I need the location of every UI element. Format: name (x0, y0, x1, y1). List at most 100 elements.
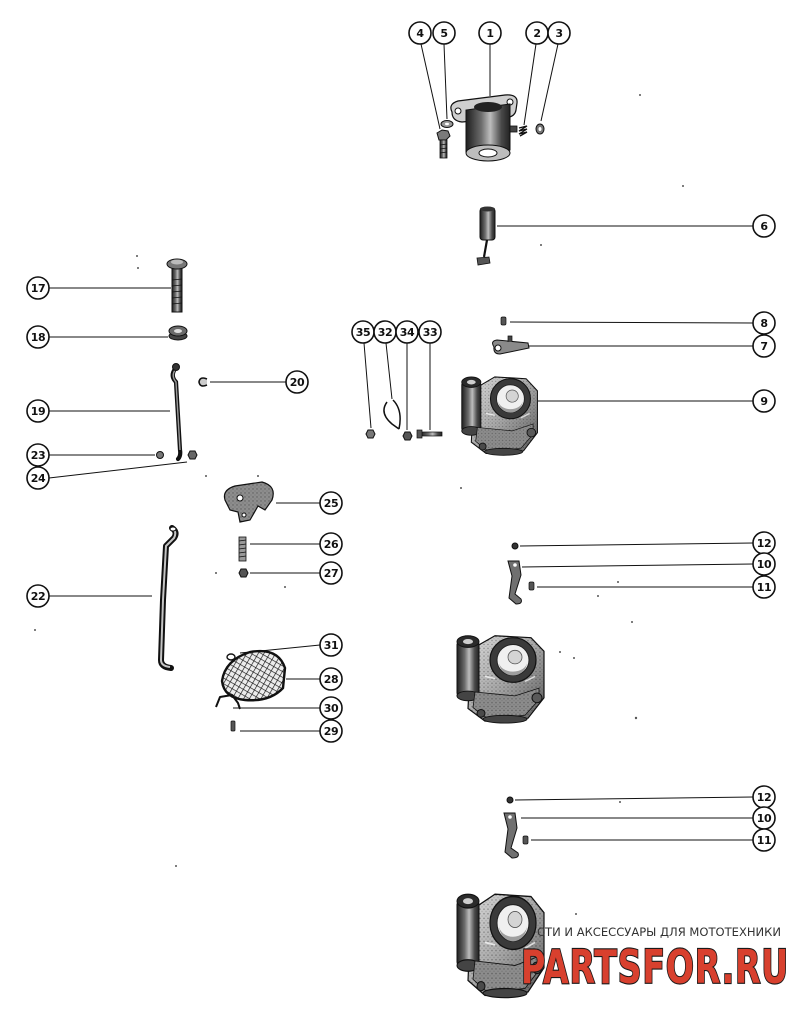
callout-label: 1 (486, 27, 493, 40)
callout-26: 26 (250, 532, 343, 556)
callout-label: 7 (760, 340, 767, 353)
callout-label: 34 (400, 326, 415, 339)
callout-label: 22 (31, 590, 46, 603)
carburetor-body-middle (456, 635, 545, 724)
callout-label: 12 (757, 537, 772, 550)
part-29-screw (230, 720, 236, 732)
callout-label: 20 (290, 376, 305, 389)
callout-11-upper: 11 (537, 575, 776, 599)
callout-label: 26 (324, 538, 339, 551)
part-5-washer (440, 120, 454, 128)
callout-label: 6 (760, 220, 768, 233)
callout-label: 4 (416, 27, 424, 40)
callout-label: 10 (757, 558, 772, 571)
callout-label: 23 (31, 449, 46, 462)
part-8-screw (500, 316, 507, 326)
part-32-spring-clip (383, 399, 401, 430)
part-22-lever-rod (158, 525, 179, 671)
callout-32: 32 (373, 320, 397, 400)
callout-label: 17 (31, 282, 46, 295)
callout-2: 2 (523, 21, 549, 126)
callout-29: 29 (240, 719, 343, 743)
part-3-nut (535, 123, 545, 135)
callout-label: 28 (324, 673, 339, 686)
part-20-clip (198, 377, 208, 387)
part-26-spring (238, 536, 247, 562)
watermark: СТИ И АКСЕССУАРЫ ДЛЯ МОТОТЕХНИКИ PARTSFO… (520, 925, 789, 995)
part-17-bolt (166, 258, 188, 313)
part-7-lever (492, 335, 530, 355)
callout-23: 23 (26, 443, 155, 467)
callout-label: 33 (423, 326, 438, 339)
part-35-nut (365, 429, 376, 439)
callout-4: 4 (408, 21, 441, 130)
part-10-lever-lower (503, 812, 519, 859)
callout-10-lower: 10 (521, 806, 776, 830)
callout-33: 33 (418, 320, 442, 430)
callout-label: 11 (757, 581, 772, 594)
part-23-washer (156, 451, 164, 459)
callout-label: 5 (440, 27, 447, 40)
part-10-lever-upper (507, 560, 522, 605)
callout-31: 31 (239, 633, 343, 657)
callout-20: 20 (210, 370, 309, 394)
callout-label: 10 (757, 812, 772, 825)
callout-label: 19 (31, 405, 46, 418)
callout-7: 7 (528, 334, 776, 358)
part-25-cam-plate (223, 481, 274, 523)
callout-label: 9 (760, 395, 767, 408)
part-12-ball-upper (511, 542, 519, 550)
part-33-screw (416, 429, 443, 439)
part-30-clip (215, 694, 241, 710)
part-6-pin (476, 206, 496, 266)
part-24-nut (187, 450, 198, 460)
part-11-screw-lower (522, 835, 529, 845)
callout-34: 34 (395, 320, 419, 430)
callout-6: 6 (497, 214, 776, 238)
callout-9: 9 (538, 389, 776, 413)
part-4-bolt (436, 129, 451, 159)
part-27-nut (238, 568, 249, 578)
part-9-carburetor-body (461, 376, 539, 456)
callout-label: 27 (324, 567, 339, 580)
part-19-rod (170, 363, 183, 462)
callout-1: 1 (478, 21, 502, 96)
callout-label: 25 (324, 497, 339, 510)
callout-label: 30 (324, 702, 339, 715)
part-12-ball-lower (506, 796, 514, 804)
callout-19: 19 (26, 399, 170, 423)
callout-25: 25 (276, 491, 343, 515)
print-specks (34, 94, 684, 915)
callout-10-upper: 10 (521, 552, 776, 576)
callout-28: 28 (286, 667, 343, 691)
part-34-nut (402, 431, 413, 441)
callout-35: 35 (351, 320, 375, 429)
part-2-spring (518, 125, 528, 137)
watermark-tagline: СТИ И АКСЕССУАРЫ ДЛЯ МОТОТЕХНИКИ (537, 925, 781, 939)
callout-8: 8 (509, 311, 776, 335)
callout-label: 31 (324, 639, 339, 652)
part-11-screw-upper (528, 581, 535, 591)
callout-label: 18 (31, 331, 46, 344)
callout-27: 27 (250, 561, 343, 585)
callout-3: 3 (540, 21, 571, 122)
callout-label: 3 (555, 27, 562, 40)
callout-label: 11 (757, 834, 772, 847)
callout-18: 18 (26, 325, 168, 349)
part-31-ring (226, 653, 236, 661)
callout-30: 30 (233, 696, 343, 720)
callout-17: 17 (26, 276, 171, 300)
callout-label: 35 (356, 326, 371, 339)
watermark-logo: PARTSFOR.RU (521, 940, 789, 994)
callout-22: 22 (26, 584, 152, 608)
callout-12-lower: 12 (514, 785, 776, 809)
callouts: 4 5 1 2 3 6 17 (26, 21, 776, 852)
callout-12-upper: 12 (519, 531, 776, 555)
callout-24: 24 (26, 461, 188, 490)
callout-label: 32 (378, 326, 393, 339)
callout-label: 29 (324, 725, 339, 738)
part-1-flange-mount (450, 94, 518, 162)
callout-label: 24 (31, 472, 46, 485)
callout-label: 8 (760, 317, 767, 330)
